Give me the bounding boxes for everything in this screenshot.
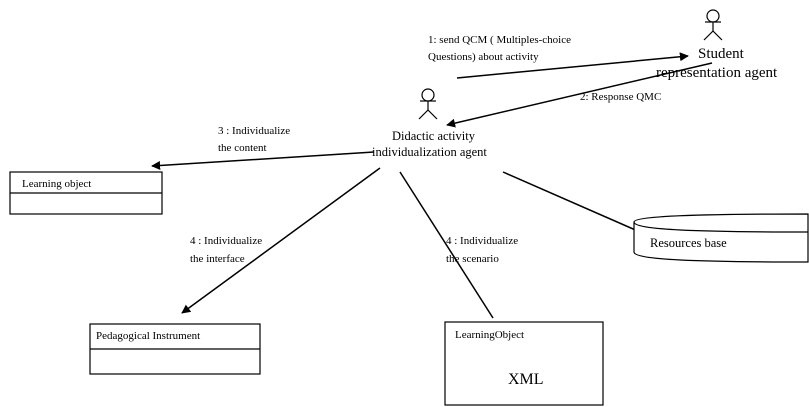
response-qmc-arrow bbox=[446, 62, 713, 128]
resources-base-database-icon bbox=[633, 213, 809, 263]
individualize-interface-arrow bbox=[181, 167, 381, 314]
pedagogical-instrument-title: Pedagogical Instrument bbox=[96, 330, 200, 342]
individualize-content-label-line2: the content bbox=[218, 142, 267, 154]
learning-object-xml-body: XML bbox=[508, 371, 544, 388]
send-qcm-label-line2: Questions) about activity bbox=[428, 51, 539, 63]
learning-object-xml-title: LearningObject bbox=[455, 329, 524, 341]
pedagogical-instrument-class-box bbox=[89, 323, 261, 375]
response-qmc-label: 2: Response QMC bbox=[580, 91, 661, 103]
individualize-scenario-label-line1: 4 : Individualize bbox=[446, 235, 518, 247]
learning-object-title: Learning object bbox=[22, 178, 91, 190]
resources-base-association-line bbox=[502, 171, 641, 233]
individualize-interface-label-line1: 4 : Individualize bbox=[190, 235, 262, 247]
individualize-content-arrow bbox=[151, 151, 375, 170]
send-qcm-arrow bbox=[456, 52, 689, 79]
individualize-scenario-line bbox=[399, 171, 494, 319]
individualize-content-label-line1: 3 : Individualize bbox=[218, 125, 290, 137]
didactic-agent-actor-icon bbox=[418, 88, 438, 120]
student-agent-label-line1: Student bbox=[698, 46, 745, 62]
learning-object-xml-box bbox=[444, 321, 604, 406]
resources-base-label: Resources base bbox=[650, 236, 727, 250]
individualize-scenario-label-line2: the scenario bbox=[446, 253, 499, 265]
individualize-interface-label-line2: the interface bbox=[190, 253, 245, 265]
student-agent-label-line2: representation agent bbox=[656, 65, 778, 81]
didactic-agent-label-line2: individualization agent bbox=[372, 145, 487, 159]
send-qcm-label-line1: 1: send QCM ( Multiples-choice bbox=[428, 34, 571, 46]
didactic-agent-label-line1: Didactic activity bbox=[392, 129, 476, 143]
student-agent-actor-icon bbox=[703, 9, 723, 41]
learning-object-class-box bbox=[9, 171, 163, 215]
